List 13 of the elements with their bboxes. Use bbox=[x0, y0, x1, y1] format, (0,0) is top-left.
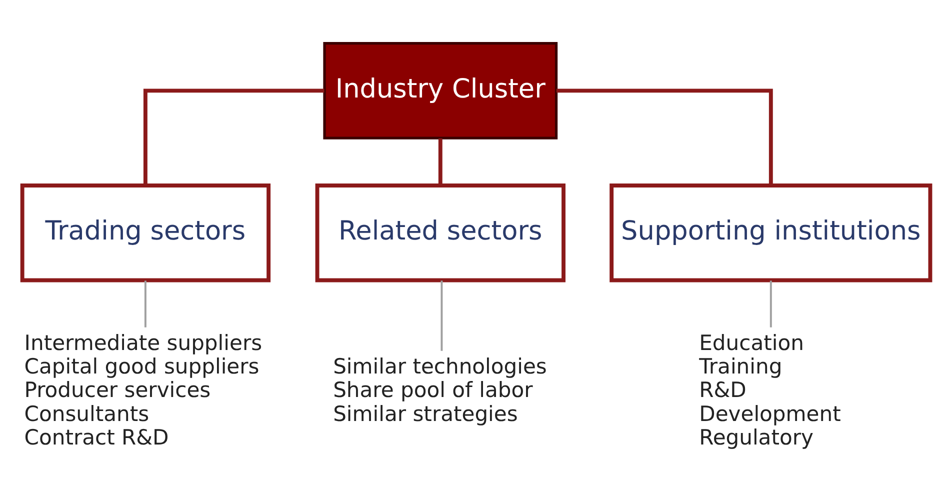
node-box: Related sectors bbox=[315, 184, 566, 282]
connector bbox=[770, 280, 772, 328]
node-box: Supporting institutions bbox=[610, 184, 932, 282]
connector bbox=[440, 280, 443, 351]
connector bbox=[438, 138, 442, 186]
node-text: Intermediate suppliers Capital good suppliers Producer services Consultants Contract R&D bbox=[24, 330, 262, 450]
connector bbox=[144, 280, 146, 328]
connector bbox=[556, 88, 773, 186]
node-box: Industry Cluster bbox=[323, 42, 558, 140]
connector bbox=[143, 88, 324, 186]
node-text: Similar technologies Share pool of labor Similar strategies bbox=[333, 354, 547, 426]
node-box: Trading sectors bbox=[20, 184, 271, 282]
node-text: Education Training R&D Development Regulatory bbox=[699, 330, 841, 450]
